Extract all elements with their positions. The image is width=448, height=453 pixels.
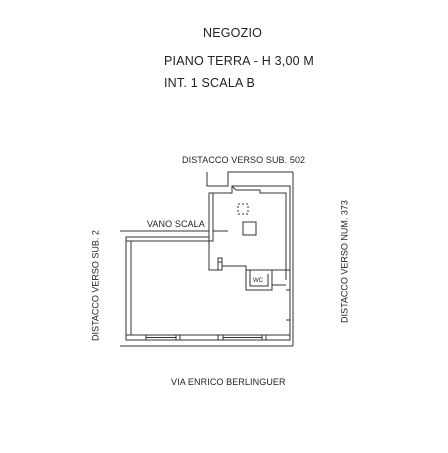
- facade-windows: [145, 335, 267, 340]
- top-boundary-line: [206, 171, 293, 187]
- stair-label: VANO SCALA: [147, 219, 205, 229]
- plan-title: NEGOZIO: [203, 26, 263, 40]
- outer-walls: [125, 185, 291, 341]
- floor-subtitle: PIANO TERRA - H 3,00 M: [164, 54, 315, 68]
- interior-partitions: [208, 241, 290, 291]
- unit-subtitle: INT. 1 SCALA B: [164, 76, 256, 90]
- wc-label: WC: [253, 278, 263, 284]
- top-boundary-label: DISTACCO VERSO SUB. 502: [182, 155, 306, 165]
- dashed-shaft: [237, 203, 249, 215]
- bottom-street-label: VIA ENRICO BERLINGUER: [171, 377, 286, 387]
- structural-column: [242, 221, 257, 236]
